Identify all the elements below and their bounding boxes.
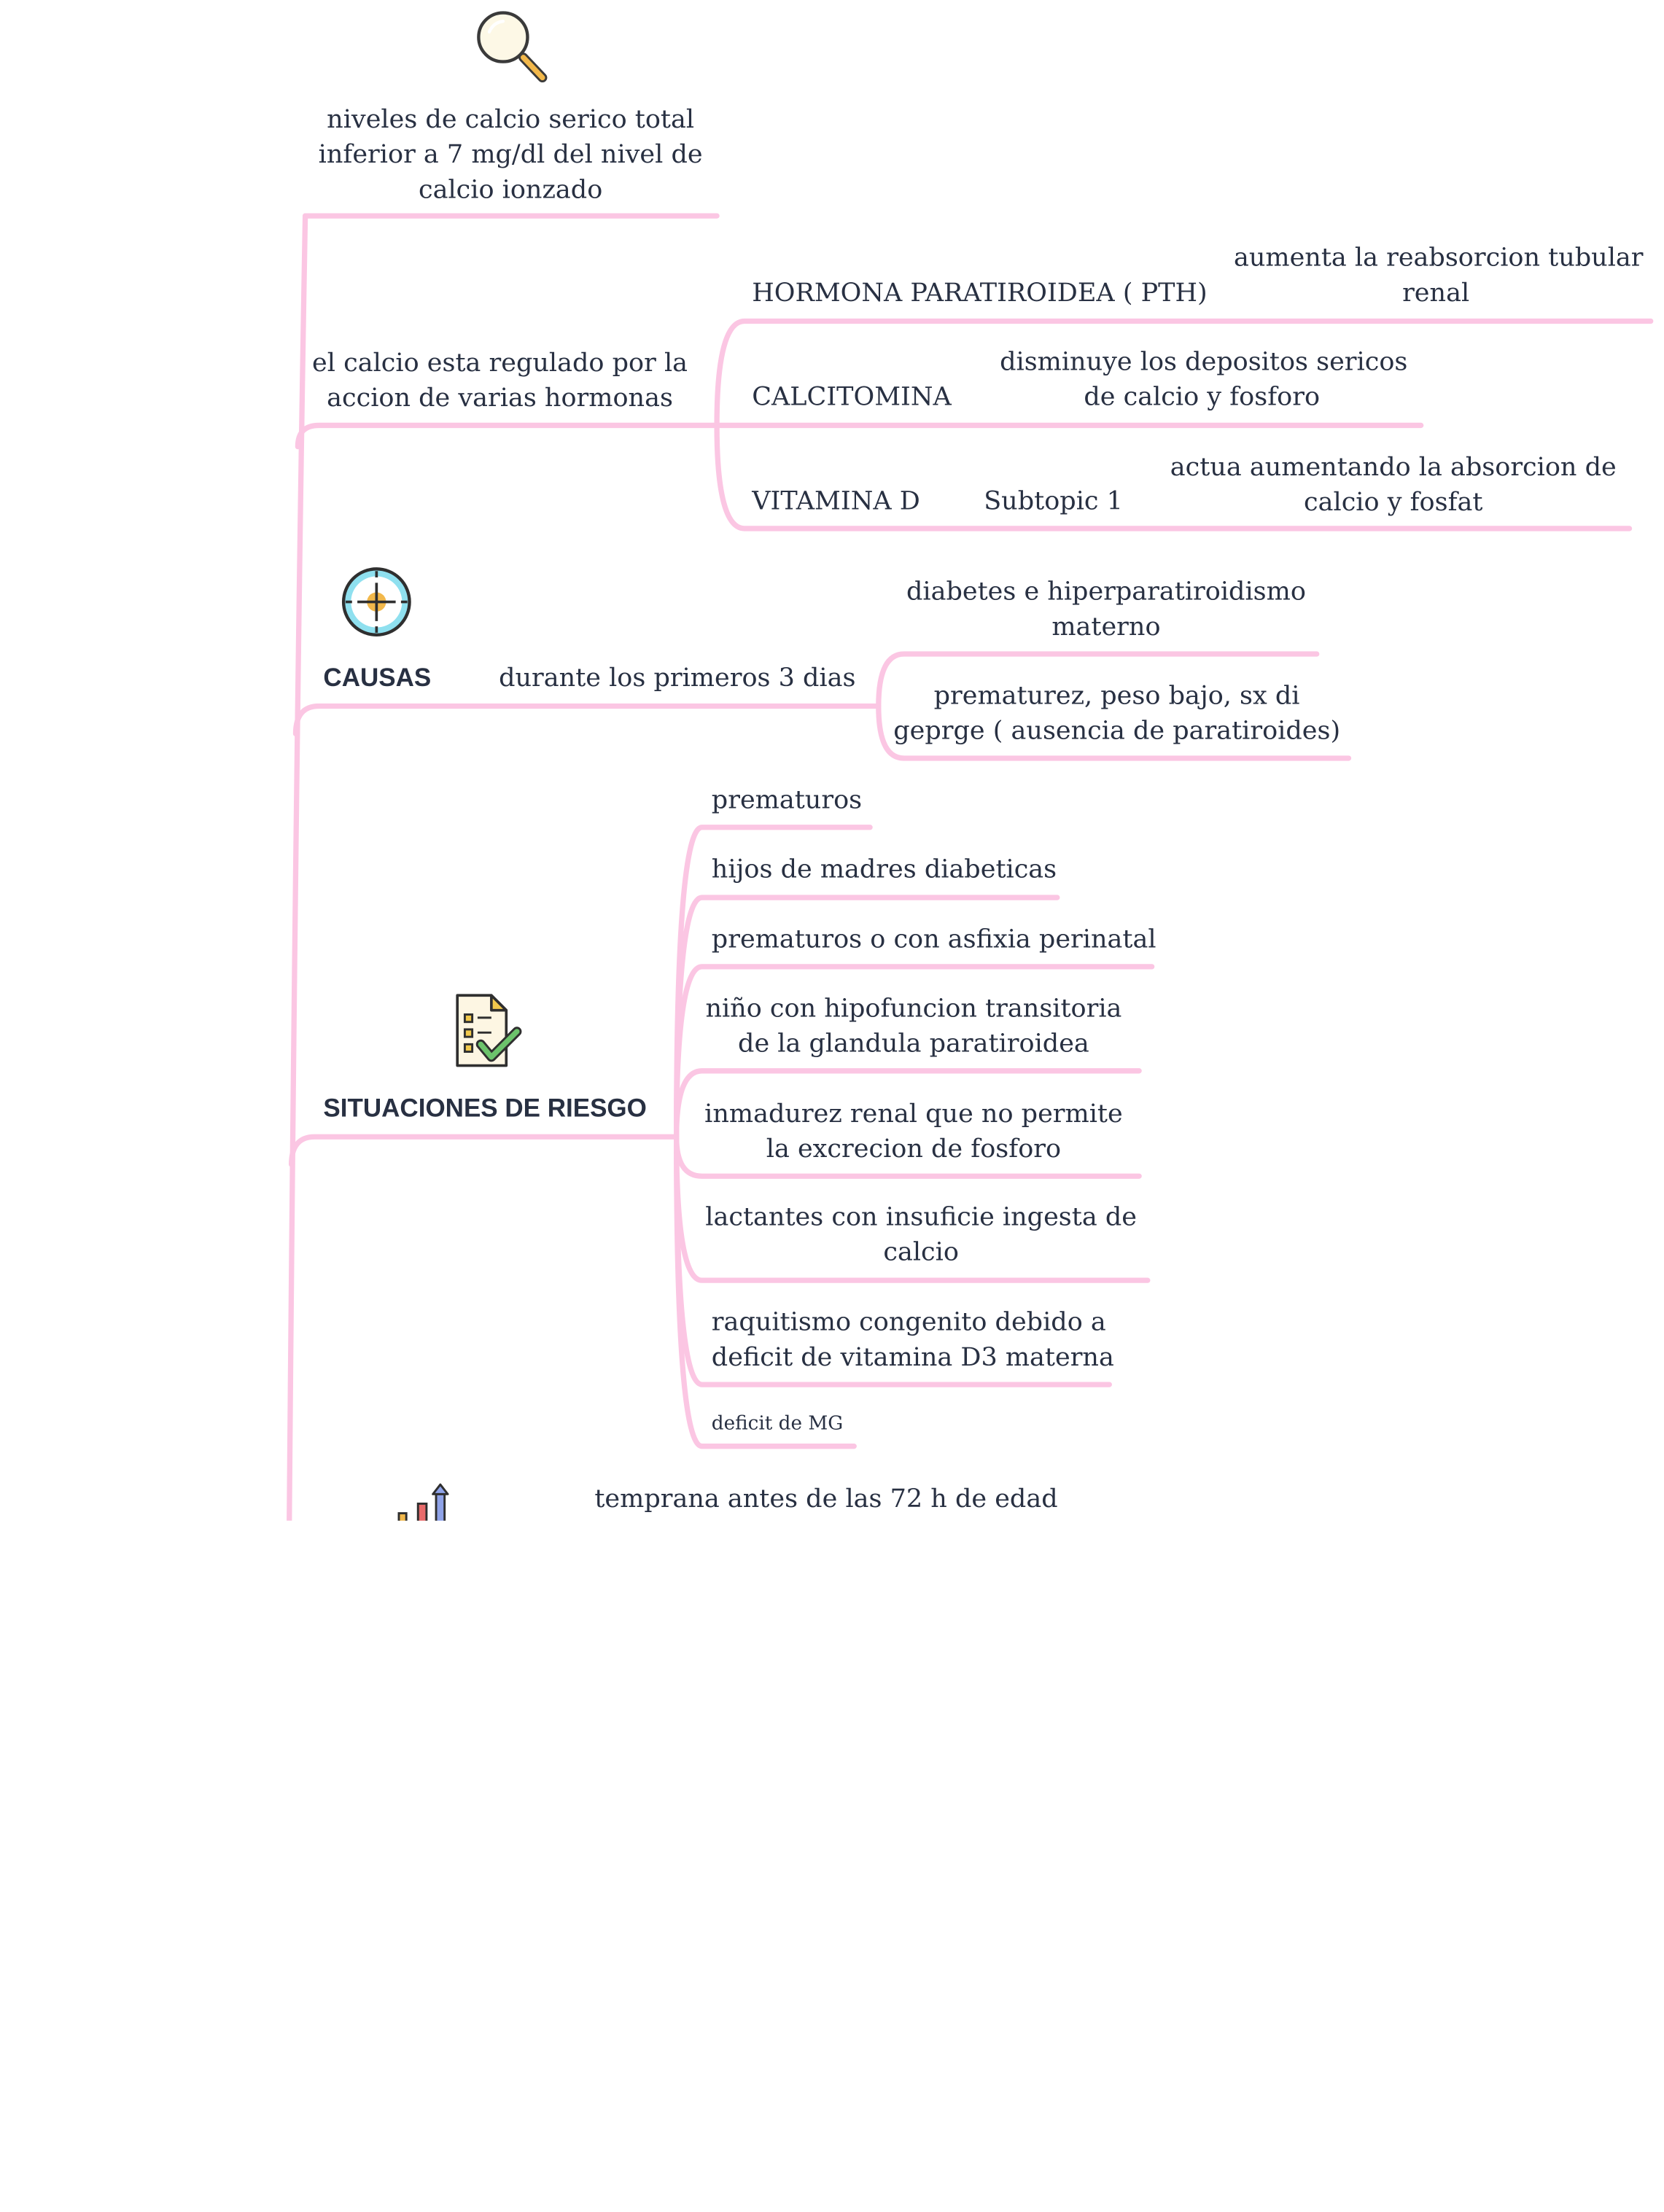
cause-item-2: prematurez, peso bajo, sx di geprge ( au…: [893, 680, 1341, 746]
risk-item-8: deficit de MG: [711, 1412, 844, 1435]
regulation-text: el calcio esta regulado por la accion de…: [312, 347, 688, 413]
hormone-pth-effect: aumenta la reabsorcion tubular renal: [1233, 242, 1644, 308]
hormone-vitamina-d-label: VITAMINA D: [752, 486, 920, 516]
hormone-pth-label: HORMONA PARATIROIDEA ( PTH): [752, 277, 1208, 308]
cause-item-1-branch: [876, 651, 1320, 709]
causes-timing: durante los primeros 3 dias: [499, 662, 856, 693]
hormone-calcitomina-label: CALCITOMINA: [752, 381, 952, 412]
regulation-branch: [295, 422, 720, 450]
cause-item-2-branch: [876, 703, 1352, 761]
risk-item-4-branch: [674, 1068, 1142, 1140]
vitamina-d-subtopic: Subtopic 1: [984, 486, 1123, 516]
hormone-calcitomina-effect: disminuye los depositos sericos de calci…: [1000, 346, 1408, 412]
checklist-icon: [456, 994, 522, 1067]
risk-item-1: prematuros: [711, 784, 863, 815]
target-icon: [341, 567, 411, 636]
trunk-branch: [287, 213, 308, 1521]
pth-branch: [714, 318, 1654, 429]
risk-title: SITUACIONES DE RIESGO: [323, 1094, 647, 1123]
risk-item-3: prematuros o con asfixia perinatal: [711, 924, 1156, 954]
mind-map-branches: [287, 213, 1654, 1521]
definition-text: niveles de calcio serico total inferior …: [318, 104, 703, 205]
risk-item-8-branch: [674, 1134, 857, 1449]
hormone-vitamina-d-effect: actua aumentando la absorcion de calcio …: [1170, 451, 1617, 517]
risk-item-7: raquitismo congenito debido a deficit de…: [711, 1306, 1114, 1372]
risk-item-3-branch: [674, 964, 1155, 1140]
magnifier-icon: [477, 11, 548, 83]
risk-item-2: hijos de madres diabeticas: [711, 854, 1057, 884]
risk-item-5: inmadurez renal que no permite la excrec…: [704, 1098, 1123, 1164]
onset-text: temprana antes de las 72 h de edad: [594, 1483, 1058, 1514]
bar-chart-icon: [397, 1483, 449, 1521]
risk-item-6: lactantes con insuficie ingesta de calci…: [705, 1202, 1137, 1267]
causes-branch: [292, 703, 882, 737]
causes-title: CAUSAS: [323, 663, 432, 693]
risk-item-4: niño con hipofuncion transitoria de la g…: [705, 993, 1122, 1059]
vitamina-d-branch: [714, 422, 1633, 531]
cause-item-1: diabetes e hiperparatiroidismo materno: [906, 576, 1306, 642]
risk-branch: [289, 1134, 680, 1167]
